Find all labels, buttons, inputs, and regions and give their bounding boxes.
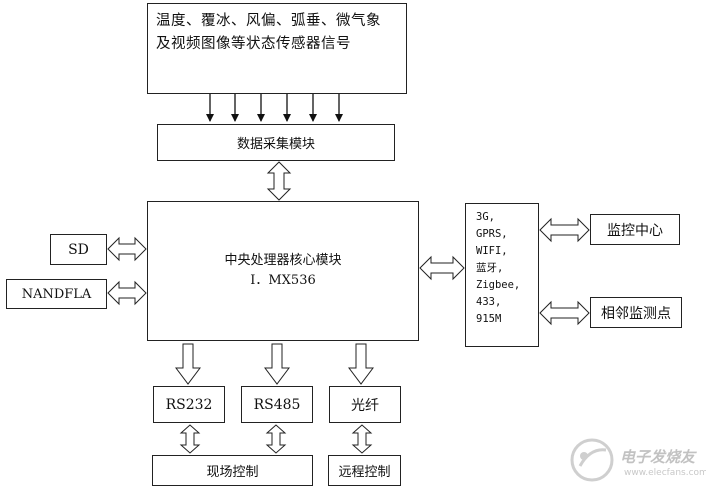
core-wireless-arrow (419, 255, 465, 281)
nand-core-arrow (107, 280, 147, 306)
monitoring-center-box: 监控中心 (590, 214, 680, 245)
local-control-box: 现场控制 (152, 455, 313, 486)
monitoring-center-label: 监控中心 (607, 222, 663, 239)
wireless-item: 433, (476, 296, 502, 308)
wireless-item: 蓝牙, (476, 262, 504, 274)
sensor-signal-arrows (206, 94, 343, 122)
local-control-label: 现场控制 (206, 465, 259, 480)
rs232-local-arrow (179, 424, 201, 454)
sd-core-arrow (107, 236, 147, 262)
core-rs485-arrow (264, 343, 290, 385)
wireless-modules-box: 3G, GPRS, WIFI, 蓝牙, Zigbee, 433, 915M (465, 203, 539, 347)
sd-storage-box: SD (50, 234, 107, 265)
watermark-url: www.elecfans.com (624, 468, 706, 478)
wireless-item: 915M (476, 313, 502, 325)
nand-flash-box: NANDFLA (6, 279, 107, 309)
cpu-core-model: I．MX536 (250, 273, 316, 288)
core-rs232-arrow (175, 343, 201, 385)
wireless-item: WIFI, (476, 245, 508, 257)
sensor-signals-box: 温度、覆冰、风偏、弧垂、微气象 及视频图像等状态传感器信号 (147, 3, 407, 94)
rs485-label: RS485 (253, 396, 301, 413)
fiber-label: 光纤 (351, 397, 379, 414)
nand-label: NANDFLA (21, 286, 92, 302)
data-acquisition-module: 数据采集模块 (157, 124, 395, 161)
neighbor-station-box: 相邻监测点 (590, 297, 682, 328)
neighbor-station-label: 相邻监测点 (601, 305, 671, 322)
sd-label: SD (68, 241, 89, 258)
data-acquisition-label: 数据采集模块 (236, 137, 315, 152)
wireless-item: GPRS, (476, 228, 508, 240)
watermark-text: 电子发烧友 (620, 448, 696, 466)
wireless-neighbor-arrow (539, 300, 590, 326)
rs232-label: RS232 (165, 396, 213, 413)
rs485-local-arrow (265, 424, 287, 454)
watermark-logo-icon (570, 438, 614, 482)
remote-control-label: 远程控制 (338, 465, 391, 480)
fiber-remote-arrow (351, 424, 373, 454)
sensor-signals-line2: 及视频图像等状态传感器信号 (156, 36, 351, 52)
cpu-core-title: 中央处理器核心模块 (224, 253, 342, 268)
rs485-box: RS485 (241, 386, 313, 423)
wireless-item: 3G, (476, 211, 495, 223)
fiber-box: 光纤 (329, 386, 401, 423)
acq-core-arrow (266, 161, 292, 201)
cpu-core-module: 中央处理器核心模块 I．MX536 (147, 201, 419, 341)
remote-control-box: 远程控制 (328, 455, 401, 486)
watermark: 电子发烧友 www.elecfans.com (560, 432, 706, 490)
core-fiber-arrow (348, 343, 374, 385)
rs232-box: RS232 (153, 386, 225, 423)
sensor-signals-line1: 温度、覆冰、风偏、弧垂、微气象 (156, 13, 381, 29)
wireless-monitor-arrow (539, 217, 590, 243)
wireless-item: Zigbee, (476, 279, 521, 291)
